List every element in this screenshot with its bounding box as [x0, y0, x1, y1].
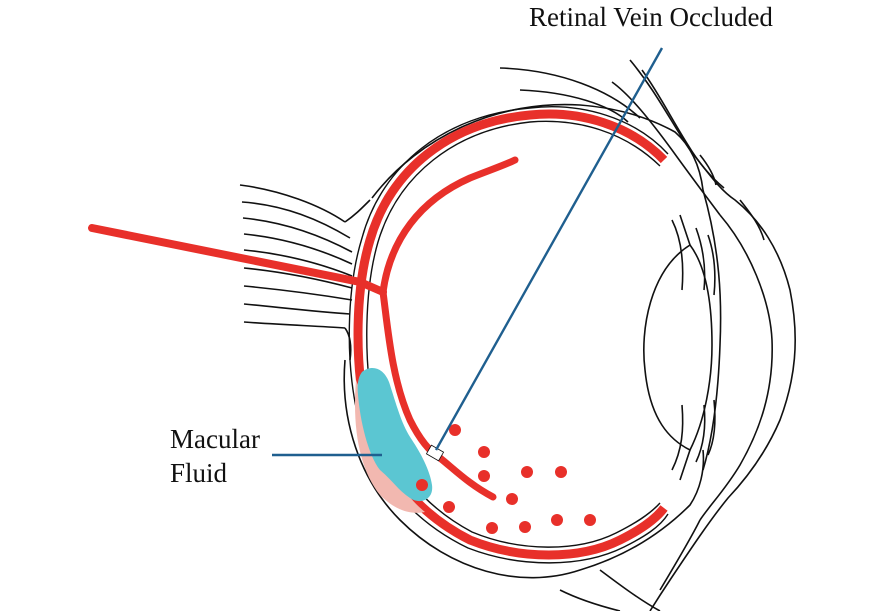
hemorrhage-dot [478, 446, 490, 458]
hemorrhage-dot [519, 521, 531, 533]
hemorrhage-dot [584, 514, 596, 526]
leader-line-vein [434, 47, 664, 451]
hemorrhage-dot [521, 466, 533, 478]
sclera-outline [343, 103, 705, 579]
hemorrhage-dot [555, 466, 567, 478]
lens-iris [643, 189, 722, 481]
hemorrhage-dot [443, 501, 455, 513]
label-macular-fluid-line2: Fluid [170, 458, 228, 488]
hemorrhage-dot [551, 514, 563, 526]
label-macular-fluid-line1: Macular [170, 424, 260, 454]
hemorrhage-dots [416, 424, 596, 534]
macular-fluid-pink-edge [355, 380, 425, 513]
vessel-branch-inferior-distal [436, 454, 497, 501]
label-retinal-vein-occluded: Retinal Vein Occluded [529, 2, 773, 32]
hemorrhage-dot [449, 424, 461, 436]
macular-fluid [357, 368, 433, 502]
retina-band-outer-line [348, 106, 669, 564]
hemorrhage-dot [416, 479, 428, 491]
vessel-branch-inferior [379, 288, 444, 462]
hemorrhage-dot [486, 522, 498, 534]
hemorrhage-dot [506, 493, 518, 505]
vessel-branch-superior [379, 156, 519, 296]
hemorrhage-dot [478, 470, 490, 482]
central-retinal-vessel [88, 224, 387, 296]
